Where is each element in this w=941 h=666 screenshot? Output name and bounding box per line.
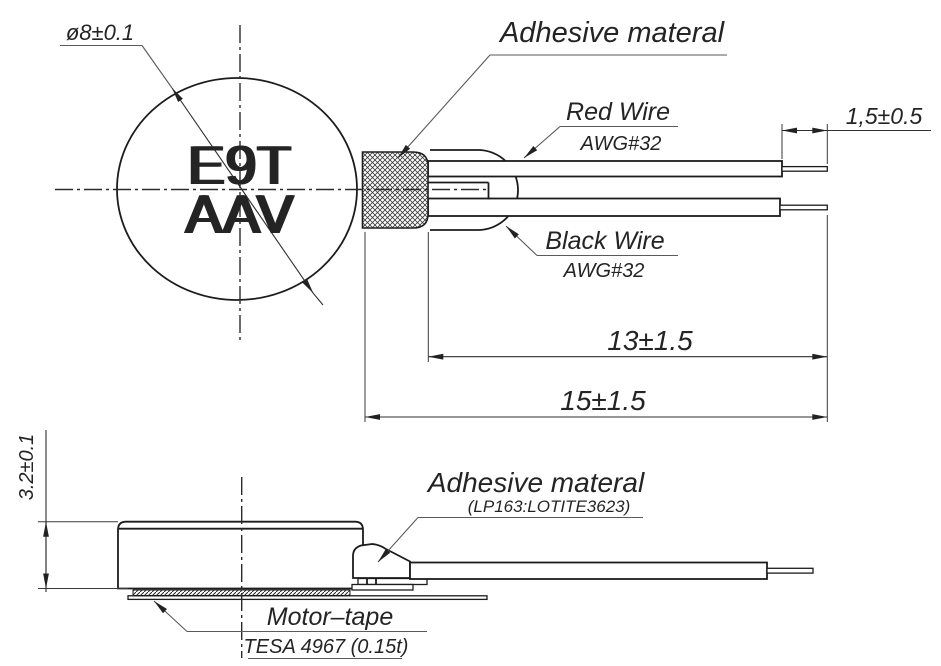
red-wire-bare-tip xyxy=(781,165,828,172)
red-wire-body xyxy=(427,160,783,178)
diameter-label: ø8±0.1 xyxy=(66,20,134,45)
adhesive-bump xyxy=(352,543,411,579)
wire-exit-boss-outline xyxy=(430,149,519,231)
terminal-plate-lower xyxy=(351,583,414,591)
adhesive-leader xyxy=(397,54,491,159)
top-view: ø8±0.1 E9T E9T E9T AAV AAV AAV Adhesive … xyxy=(55,17,931,422)
black-wire-label: Black Wire xyxy=(545,227,664,255)
adhesive-label-side: Adhesive materal xyxy=(426,467,645,498)
side-wire-body xyxy=(409,561,768,580)
adhesive-spec-side: (LP163:LOTITE3623) xyxy=(468,497,631,516)
black-wire-bare-tip xyxy=(779,204,828,211)
black-wire-leader xyxy=(505,225,538,256)
diameter-leader xyxy=(141,45,173,89)
diameter-dimension-line xyxy=(171,87,314,294)
marking-fringe-orange: E9T xyxy=(190,134,294,196)
black-wire-body xyxy=(427,197,781,217)
motor-tape-leader xyxy=(153,600,188,632)
motor-tape-sheet xyxy=(127,595,488,601)
marking-fringe-blue2: AAV xyxy=(184,183,293,245)
red-wire-label: Red Wire xyxy=(566,98,670,126)
marking-line1: E9T xyxy=(188,134,292,196)
adhesive-label-top: Adhesive materal xyxy=(498,17,726,49)
motor-tape-spec: TESA 4967 (0.15t) xyxy=(244,636,409,658)
black-wire-gauge: AWG#32 xyxy=(563,260,645,282)
marking-line2: AAV xyxy=(186,183,295,245)
motor-case-outline xyxy=(117,520,364,590)
adhesive-side-leader xyxy=(377,517,419,563)
motor-marking: E9T E9T E9T AAV AAV AAV xyxy=(184,134,296,245)
motor-tape-label: Motor–tape xyxy=(267,603,393,631)
red-wire-leader xyxy=(523,126,561,159)
dim13-label: 13±1.5 xyxy=(607,325,693,356)
marking-fringe-blue: E9T xyxy=(186,134,290,196)
red-wire-gauge: AWG#32 xyxy=(580,133,662,155)
side-wire-bare-tip xyxy=(766,567,814,574)
dim15-label: 15±1.5 xyxy=(560,385,646,416)
side-view: 3.2±0.1 Adhesive materal (LP163:LOTITE36… xyxy=(16,430,814,660)
tip-dimension-label: 1,5±0.5 xyxy=(846,103,923,129)
diameter-dimension-tail xyxy=(312,292,324,306)
marking-fringe-orange2: AAV xyxy=(187,183,296,245)
adhesive-block xyxy=(361,151,429,229)
height-dimension-label: 3.2±0.1 xyxy=(16,434,38,501)
